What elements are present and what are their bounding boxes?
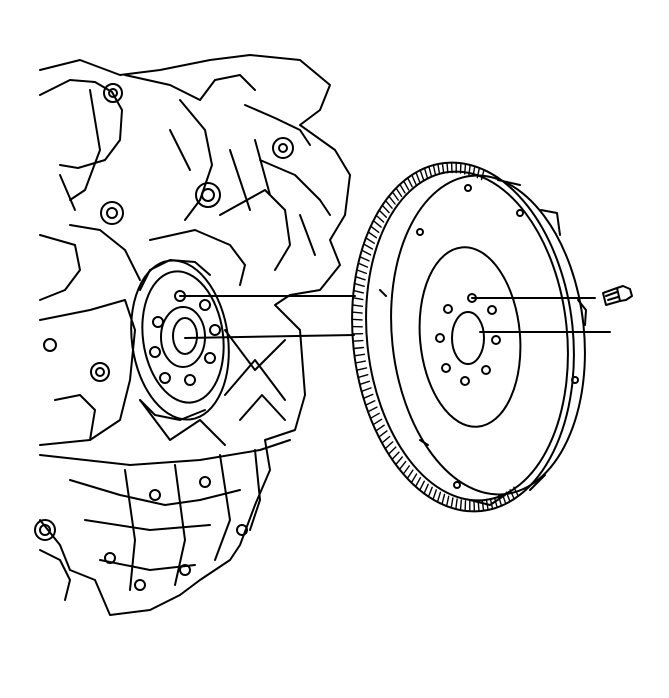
- gear-tooth: [367, 231, 378, 239]
- gear-tooth: [370, 225, 380, 234]
- gear-tooth: [455, 498, 458, 510]
- gear-tooth: [356, 269, 367, 275]
- gear-tooth: [354, 276, 366, 281]
- gear-tooth: [352, 297, 364, 301]
- gear-tooth: [450, 497, 454, 509]
- gear-tooth: [367, 406, 378, 413]
- gear-tooth: [381, 435, 391, 444]
- gear-tooth: [436, 491, 442, 503]
- gear-tooth: [354, 360, 366, 364]
- gear-tooth: [362, 393, 374, 399]
- gear-tooth: [493, 497, 498, 509]
- gear-tooth: [459, 499, 462, 511]
- gear-tooth: [441, 162, 445, 174]
- gear-tooth: [357, 374, 369, 379]
- gear-tooth: [391, 451, 400, 461]
- gear-tooth: [384, 199, 393, 209]
- gear-tooth: [391, 191, 399, 201]
- gear-tooth: [352, 339, 364, 342]
- gear-tooth: [360, 387, 372, 393]
- gear-tooth: [407, 177, 413, 188]
- gear-tooth: [414, 477, 422, 488]
- gear-tooth: [353, 353, 366, 357]
- gear-tooth: [378, 430, 388, 438]
- gear-tooth: [406, 469, 414, 480]
- gear-tooth: [352, 346, 365, 350]
- flywheel-bolt: [602, 285, 633, 306]
- gear-tooth: [423, 167, 429, 179]
- gear-tooth: [428, 165, 433, 177]
- leader-lines: [179, 295, 611, 339]
- gear-tooth: [378, 209, 387, 218]
- gear-tooth: [398, 460, 407, 471]
- gear-tooth: [395, 187, 403, 198]
- gear-tooth: [384, 441, 394, 450]
- gear-tooth: [415, 171, 421, 183]
- gear-tooth: [372, 418, 383, 426]
- gear-tooth: [395, 456, 403, 466]
- gear-tooth: [363, 243, 374, 250]
- gear-tooth: [419, 169, 425, 181]
- gear-tooth: [432, 489, 437, 501]
- flywheel: [351, 161, 587, 513]
- gear-tooth: [427, 486, 433, 498]
- gear-tooth: [361, 249, 372, 256]
- gear-tooth: [369, 412, 380, 419]
- gear-tooth: [446, 162, 449, 174]
- gear-tooth: [359, 380, 370, 386]
- gear-tooth: [402, 465, 410, 475]
- gear-tooth: [419, 480, 425, 491]
- gear-tooth: [375, 424, 385, 432]
- gear-tooth: [480, 169, 485, 181]
- gear-tooth: [351, 318, 363, 321]
- gear-tooth: [472, 165, 476, 177]
- gear-tooth: [432, 164, 437, 176]
- gear-tooth: [351, 304, 364, 307]
- gear-tooth: [410, 473, 418, 484]
- gear-tooth: [464, 163, 467, 175]
- gear-tooth: [351, 311, 363, 314]
- gear-tooth: [359, 256, 370, 262]
- gear-tooth: [381, 204, 390, 214]
- gear-tooth: [365, 237, 375, 245]
- gear-tooth: [399, 183, 406, 194]
- gear-tooth: [353, 282, 365, 287]
- gear-tooth: [411, 174, 417, 185]
- engine-block: [34, 54, 351, 616]
- gear-tooth: [468, 164, 471, 176]
- gear-tooth: [353, 289, 365, 294]
- gear-tooth: [437, 163, 441, 175]
- ring-gear-teeth: [351, 161, 519, 513]
- gear-tooth: [388, 195, 396, 205]
- gear-tooth: [365, 400, 376, 406]
- gear-tooth: [423, 483, 429, 495]
- gear-tooth: [509, 489, 515, 500]
- gear-tooth: [356, 367, 368, 371]
- gear-tooth: [403, 180, 410, 191]
- gear-tooth: [357, 262, 369, 268]
- gear-tooth: [375, 214, 385, 223]
- gear-tooth: [387, 446, 397, 455]
- gear-tooth: [441, 493, 446, 505]
- gear-tooth: [372, 219, 382, 228]
- gear-tooth: [445, 495, 450, 507]
